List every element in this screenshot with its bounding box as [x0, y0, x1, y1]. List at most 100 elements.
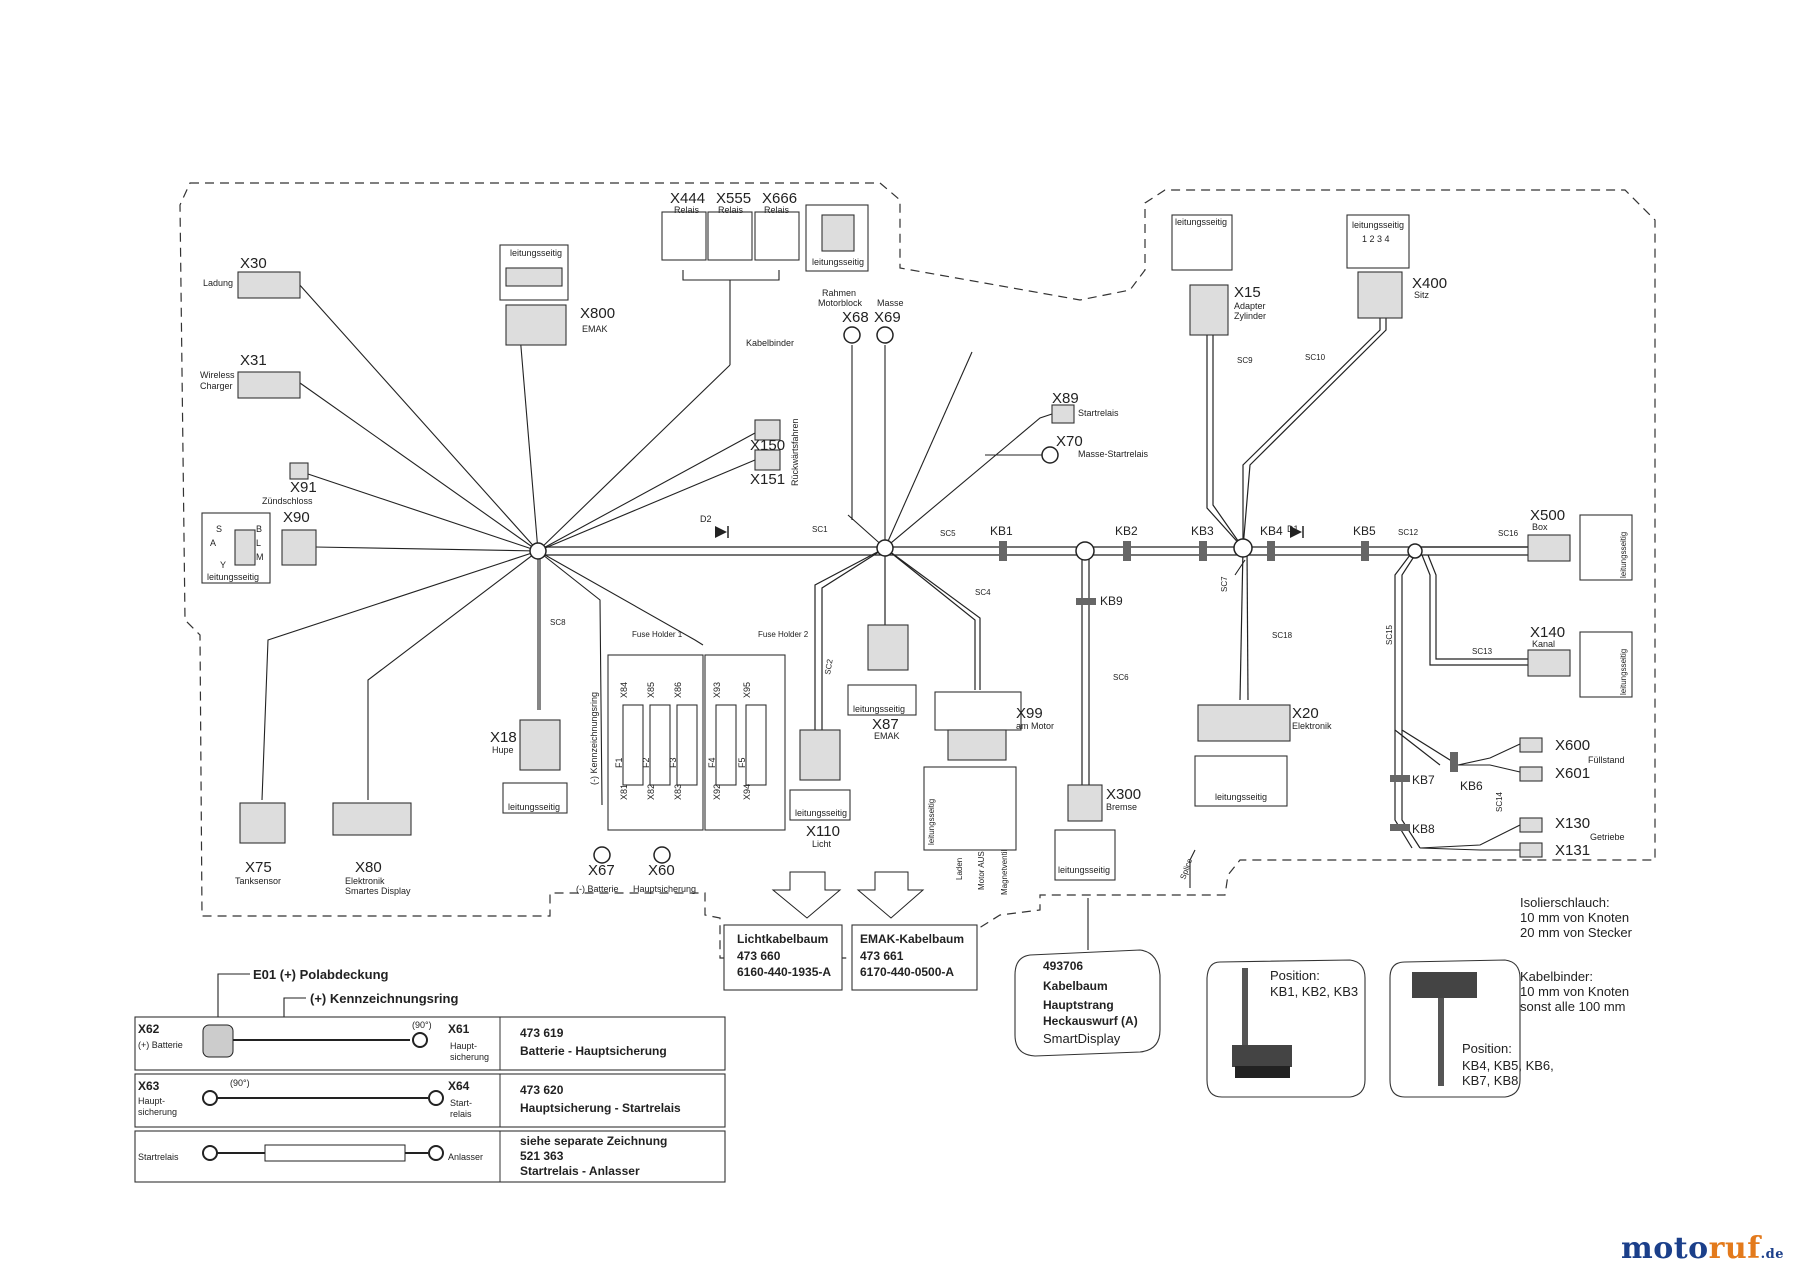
row2-left-desc1: Haupt- — [138, 1096, 165, 1106]
x300-side: leitungsseitig — [1058, 865, 1110, 875]
x90-pin-a: A — [210, 538, 216, 548]
x18-desc: Hupe — [492, 745, 514, 755]
x68-desc2: Motorblock — [818, 298, 863, 308]
row2-right-desc2: relais — [450, 1109, 472, 1119]
row2-left-id: X63 — [138, 1079, 160, 1093]
row2-title: Hauptsicherung - Startrelais — [520, 1101, 681, 1115]
licht-package-num: 473 660 — [737, 949, 781, 963]
x91-desc: Zündschloss — [262, 496, 313, 506]
kb6-label: KB6 — [1460, 779, 1483, 793]
sc1-label: SC1 — [812, 525, 828, 534]
sc16-label: SC16 — [1498, 529, 1519, 538]
emak-package-title: EMAK-Kabelbaum — [860, 932, 964, 946]
x400-pins: 1 2 3 4 — [1362, 234, 1390, 244]
diodes — [715, 526, 1304, 538]
x67-id: X67 — [588, 862, 615, 879]
fuse-holder-2: Fuse Holder 2 — [758, 630, 809, 639]
x90-id: X90 — [283, 509, 310, 526]
sc6-label: SC6 — [1113, 673, 1129, 682]
x20-desc: Elektronik — [1292, 721, 1332, 731]
x300-desc: Bremse — [1106, 802, 1137, 812]
x70-id: X70 — [1056, 433, 1083, 450]
x15-id: X15 — [1234, 284, 1261, 301]
row2-angle: (90°) — [230, 1078, 250, 1088]
wires — [261, 270, 1530, 888]
kennzeichnungsring-label: (-) Kennzeichnungsring — [589, 692, 599, 785]
motoruf-logo: motoruf.de — [1621, 1231, 1784, 1266]
e01-label: E01 (+) Polabdeckung — [253, 967, 389, 982]
x30-desc: Ladung — [203, 278, 233, 288]
row1-angle: (90°) — [412, 1020, 432, 1030]
x80-desc2: Smartes Display — [345, 886, 411, 896]
fuse-holder-1: Fuse Holder 1 — [632, 630, 683, 639]
fuse-bottom-x94: X94 — [742, 784, 752, 800]
x67-desc: (-) Batterie — [576, 884, 619, 894]
row2-left-desc2: sicherung — [138, 1107, 177, 1117]
kb9-label: KB9 — [1100, 594, 1123, 608]
x444-desc: Relais — [674, 205, 700, 215]
harness-boundary-left — [179, 182, 1656, 959]
tie-head-2 — [1412, 972, 1477, 998]
x20-side: leitungsseitig — [1215, 792, 1267, 802]
fuse-top-x85: X85 — [646, 682, 656, 698]
x110-id: X110 — [806, 823, 840, 840]
iso-title: Isolierschlauch: — [1520, 895, 1610, 910]
x140-desc: Kanal — [1532, 639, 1555, 649]
x91-id: X91 — [290, 479, 317, 496]
main-harness-l4: SmartDisplay — [1043, 1031, 1121, 1046]
x15-side: leitungsseitig — [1175, 217, 1227, 227]
x69-id: X69 — [874, 309, 901, 326]
x89-id: X89 — [1052, 390, 1079, 407]
x110-desc: Licht — [812, 839, 832, 849]
row1-right-desc1: Haupt- — [450, 1041, 477, 1051]
x666-desc: Relais — [764, 205, 790, 215]
binder-2: sonst alle 100 mm — [1520, 999, 1626, 1014]
x800-desc: EMAK — [582, 324, 608, 334]
x69-desc: Masse — [877, 298, 904, 308]
row1-left-id: X62 — [138, 1022, 160, 1036]
emak-package-box — [851, 924, 978, 991]
x70-desc: Masse-Startrelais — [1078, 449, 1149, 459]
main-harness-l1: Kabelbaum — [1043, 979, 1108, 993]
fuse-bottom-x82: X82 — [646, 784, 656, 800]
x500-id: X500 — [1530, 507, 1565, 524]
row2-right-desc1: Start- — [450, 1098, 472, 1108]
x500-desc: Box — [1532, 522, 1548, 532]
x18-side: leitungsseitig — [508, 802, 560, 812]
kb3-label: KB3 — [1191, 524, 1214, 538]
licht-package-code: 6160-440-1935-A — [737, 965, 831, 979]
battery-clamp — [202, 1024, 234, 1058]
x90-pin-y: Y — [220, 560, 226, 570]
fuse-bottom-x92: X92 — [712, 784, 722, 800]
d2-label: D2 — [700, 514, 712, 524]
fuse-f3: F3 — [668, 757, 678, 768]
x151-id: X151 — [750, 471, 785, 488]
x60-id: X60 — [648, 862, 675, 879]
row3-left-desc: Startrelais — [138, 1152, 179, 1162]
splice-label: Splice — [1178, 857, 1194, 881]
x15-desc1: Adapter — [1234, 301, 1266, 311]
x75-id: X75 — [245, 859, 272, 876]
row2-num: 473 620 — [520, 1083, 564, 1097]
row1-num: 473 619 — [520, 1026, 564, 1040]
x30-id: X30 — [240, 255, 267, 272]
x31-desc2: Charger — [200, 381, 233, 391]
connector-symbols — [201, 204, 1633, 881]
fuse-bottom-x81: X81 — [619, 784, 629, 800]
emak-package-code: 6170-440-0500-A — [860, 965, 954, 979]
kb1-label: KB1 — [990, 524, 1013, 538]
licht-package-box — [723, 924, 843, 991]
sc12-label: SC12 — [1398, 528, 1419, 537]
x99-pin-magnetventil: Magnetventil — [1000, 849, 1009, 895]
x600-id: X600 — [1555, 737, 1590, 754]
x800-id: X800 — [580, 305, 615, 322]
pos1-title: Position: — [1270, 968, 1320, 983]
x99-side: leitungsseitig — [927, 799, 936, 845]
tie-band-1 — [1235, 1066, 1290, 1078]
row2-right-id: X64 — [448, 1079, 470, 1093]
x500-side: leitungsseitig — [1619, 532, 1628, 578]
x110-side: leitungsseitig — [795, 808, 847, 818]
x31-id: X31 — [240, 352, 267, 369]
fuellstand-label: Füllstand — [1588, 755, 1625, 765]
